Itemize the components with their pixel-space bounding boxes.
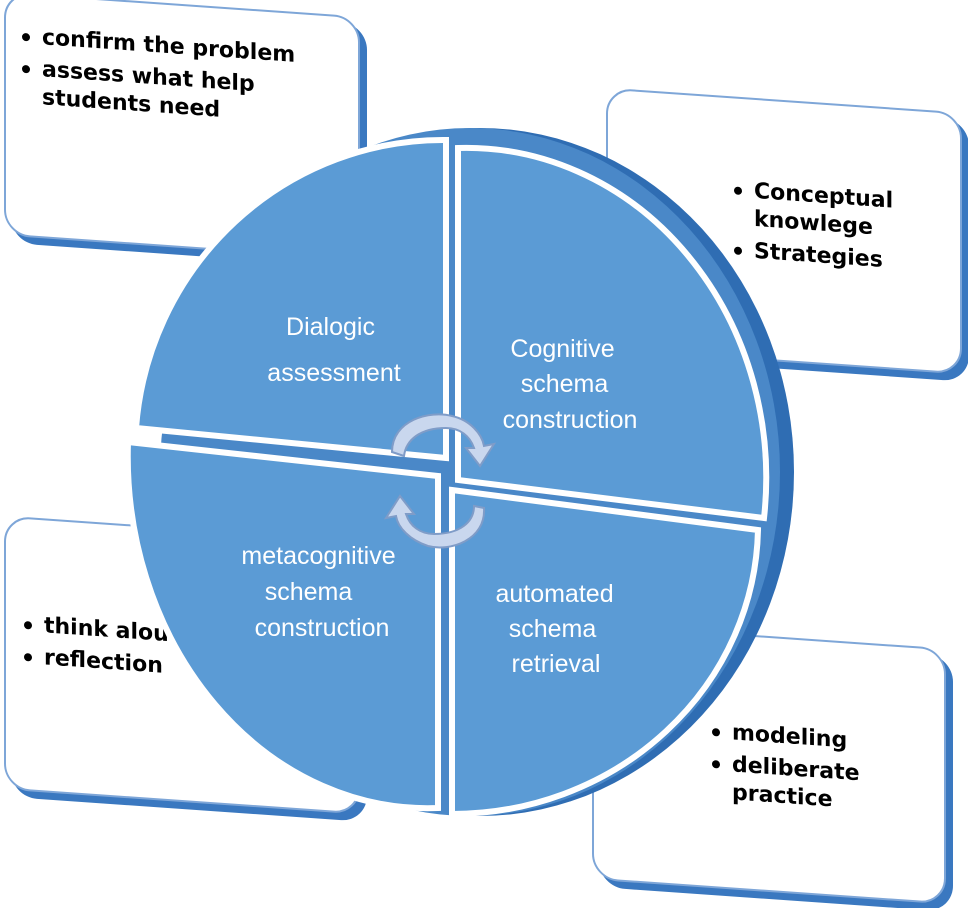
quadrant-bottom-right <box>449 486 762 818</box>
quadrant-top-left <box>132 136 449 462</box>
quadrant-top-right <box>455 144 770 522</box>
quadrant-label-top-right: Cognitive schema construction <box>503 335 638 434</box>
quadrant-bottom-left <box>124 438 441 812</box>
quadrant-label-bottom-left: metacognitive schema construction <box>241 542 402 642</box>
quadrant-label-top-left: Dialogic assessment <box>267 313 400 387</box>
quadrant-label-bottom-right: automated schema retrieval <box>495 580 620 678</box>
quadrant-group <box>124 136 770 818</box>
circular-cycle-arrows-icon <box>383 413 497 549</box>
